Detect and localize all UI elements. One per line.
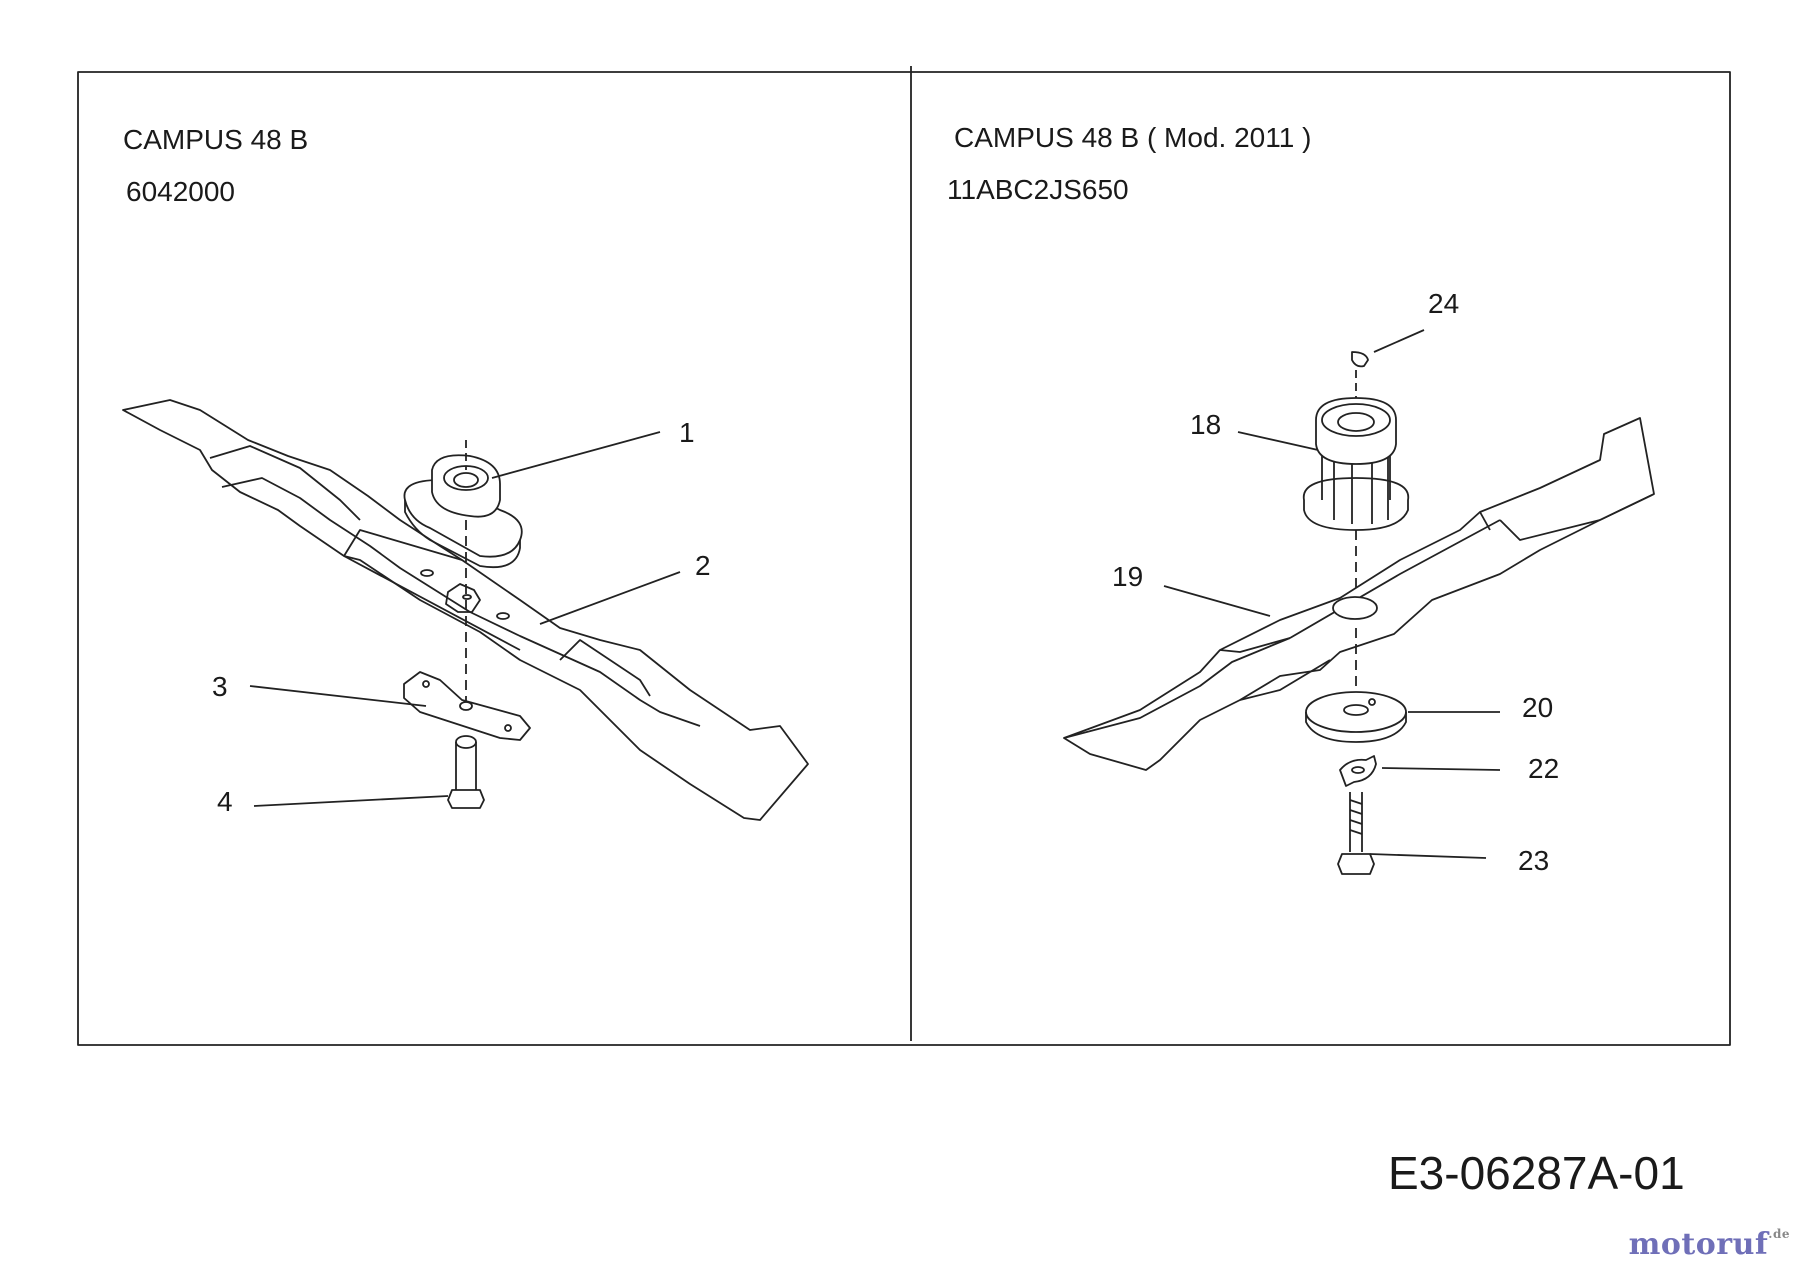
callout-18: 18	[1190, 409, 1222, 440]
lock-washer	[1339, 755, 1377, 787]
leader-3	[249, 685, 427, 707]
bolt-left	[447, 735, 485, 809]
right-panel-title: CAMPUS 48 B ( Mod. 2011 )	[954, 122, 1312, 153]
blade-hub	[1302, 397, 1410, 592]
callout-3: 3	[212, 671, 228, 702]
callout-20: 20	[1522, 692, 1554, 723]
callout-4: 4	[217, 786, 233, 817]
logo-text: motoruf	[1628, 1227, 1769, 1262]
right-panel-part-number: 11ABC2JS650	[947, 174, 1129, 205]
blade-washer	[1305, 628, 1407, 743]
leader-2	[539, 571, 681, 625]
callout-24: 24	[1428, 288, 1460, 319]
leader-23	[1369, 853, 1487, 859]
diagram-frame	[77, 71, 1731, 1046]
leader-24	[1373, 329, 1425, 353]
left-panel-title: CAMPUS 48 B	[123, 124, 309, 155]
left-panel-part-number: 6042000	[126, 176, 236, 207]
motoruf-logo: motoruf.de	[1629, 1227, 1790, 1262]
spacer-plate	[403, 671, 531, 741]
logo-tld: .de	[1768, 1227, 1790, 1241]
leader-1	[491, 431, 661, 479]
blade-adapter	[403, 440, 523, 569]
leader-22	[1381, 767, 1501, 771]
callout-23: 23	[1518, 845, 1550, 876]
bolt-right	[1337, 792, 1375, 875]
woodruff-key	[1351, 351, 1369, 398]
leader-4	[253, 795, 449, 807]
blade-right	[1063, 417, 1655, 771]
callout-19: 19	[1112, 561, 1144, 592]
callout-2: 2	[695, 550, 711, 581]
leader-18	[1237, 431, 1319, 451]
callout-1: 1	[679, 417, 695, 448]
leader-19	[1163, 585, 1271, 617]
callout-22: 22	[1528, 753, 1560, 784]
drawing-id: E3-06287A-01	[1388, 1147, 1685, 1199]
